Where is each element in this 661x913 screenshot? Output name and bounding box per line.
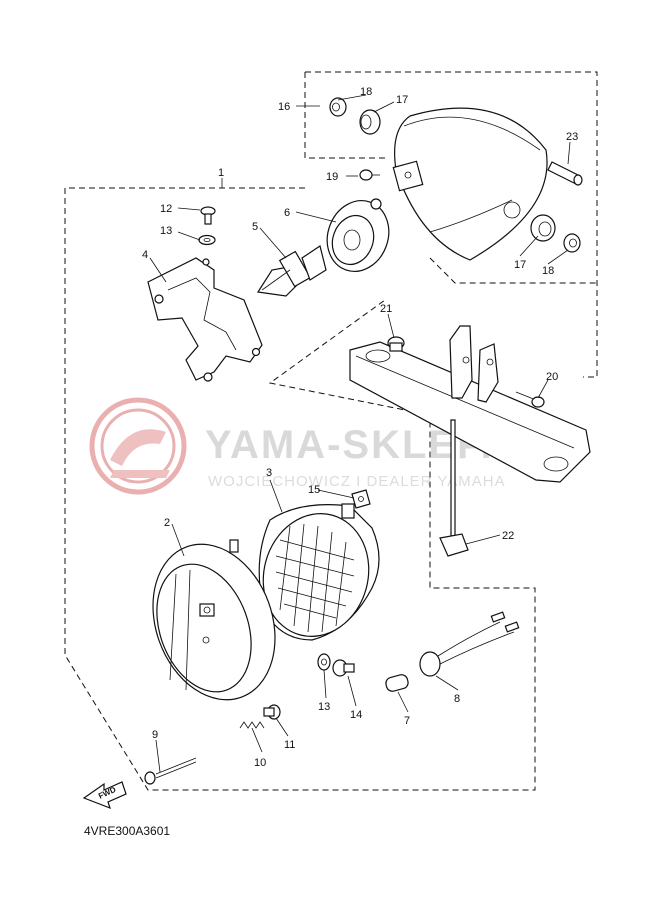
part-screw-19 <box>359 169 380 181</box>
part-nut-21 <box>387 336 405 352</box>
part-grommet-17-bottom <box>530 214 556 242</box>
part-socket-housing <box>326 198 390 272</box>
callout-8: 8 <box>454 693 460 705</box>
part-position-bulb-7 <box>385 674 409 692</box>
callout-10: 10 <box>254 757 266 769</box>
callout-17-top: 17 <box>396 94 408 106</box>
part-headlight-rim <box>152 539 276 701</box>
group-boundary-1 <box>64 187 536 791</box>
callout-17-bottom: 17 <box>514 259 526 271</box>
watermark-subtitle: WOJCIECHOWICZ I DEALER YAMAHA <box>208 473 506 490</box>
callout-4: 4 <box>142 249 148 261</box>
callout-16: 16 <box>278 101 290 113</box>
callout-12: 12 <box>160 203 172 215</box>
part-spring-10 <box>239 721 265 729</box>
callout-18-top: 18 <box>360 86 372 98</box>
callout-21: 21 <box>380 303 392 315</box>
part-collar-18-bottom <box>563 233 581 253</box>
callout-2: 2 <box>164 517 170 529</box>
lens-grid <box>275 523 355 633</box>
callout-3: 3 <box>266 467 272 479</box>
callout-5: 5 <box>252 221 258 233</box>
part-screw-12 <box>200 206 216 225</box>
group-boundary-16-left <box>304 72 385 159</box>
part-clip-15 <box>351 489 371 509</box>
callout-6: 6 <box>284 207 290 219</box>
callouts: 1 2 3 4 5 6 7 8 9 10 11 12 13 13 14 15 1… <box>142 86 578 769</box>
part-bolt-20 <box>515 391 545 408</box>
callout-11: 11 <box>284 739 295 751</box>
callout-19: 19 <box>326 171 338 183</box>
part-socket-wires-8 <box>419 611 520 677</box>
part-bulb <box>256 245 327 297</box>
callout-20: 20 <box>546 371 558 383</box>
part-collar-18-top <box>329 97 347 117</box>
group-boundary-16 <box>305 71 598 378</box>
part-washer-13-top <box>198 234 216 246</box>
part-screw-14 <box>332 659 355 677</box>
callout-22: 22 <box>502 530 514 542</box>
part-pin-23 <box>547 161 583 186</box>
group-boundary-16-inner <box>429 257 597 284</box>
part-grommet-17-top <box>359 109 381 135</box>
leader-lines <box>149 94 571 773</box>
part-lower-bracket <box>349 325 591 483</box>
callout-13-top: 13 <box>160 225 172 237</box>
diagram-code: 4VRE300A3601 <box>84 824 170 838</box>
callout-15: 15 <box>308 484 320 496</box>
callout-7: 7 <box>404 715 410 727</box>
callout-14: 14 <box>350 709 362 721</box>
callout-18-bottom: 18 <box>542 265 554 277</box>
watermark-logo <box>89 397 187 495</box>
callout-9: 9 <box>152 729 158 741</box>
part-bracket <box>147 257 263 382</box>
callout-1: 1 <box>218 167 224 179</box>
part-screw-9 <box>144 757 197 785</box>
part-lens-unit <box>258 503 380 641</box>
part-washer-13-bottom <box>317 653 331 671</box>
callout-13-bottom: 13 <box>318 701 330 713</box>
fwd-arrow-icon: FWD <box>82 781 127 810</box>
part-cable-tie-22 <box>439 419 469 557</box>
callout-23: 23 <box>566 131 578 143</box>
part-nut-11 <box>263 704 281 720</box>
part-housing-shell <box>392 107 548 261</box>
